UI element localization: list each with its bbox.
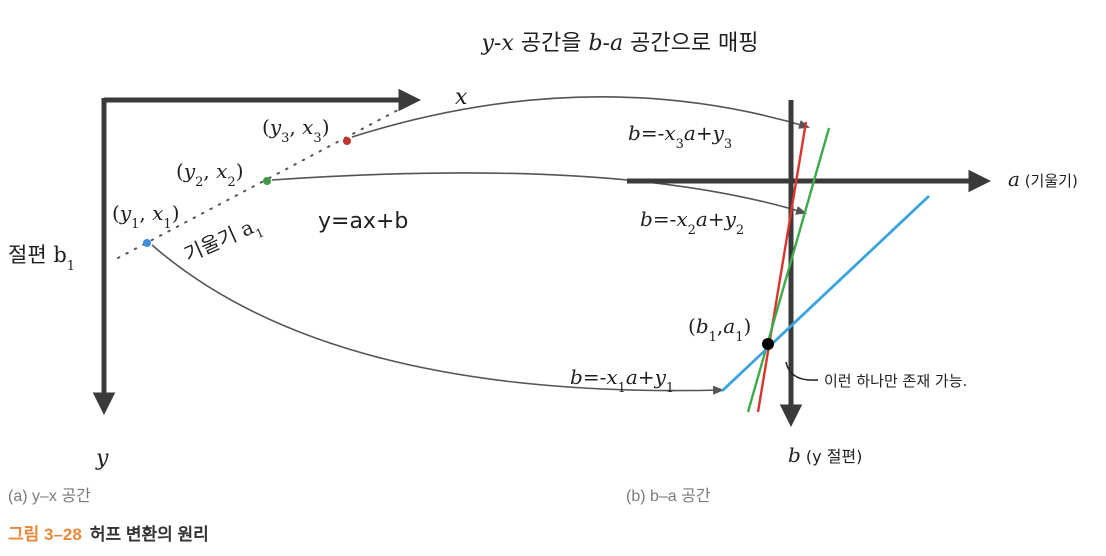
slope-label: 기울기 a1: [180, 212, 266, 271]
left-y-axis-label: y: [95, 446, 109, 471]
figure-caption: 그림 3–28 허프 변환의 원리: [8, 520, 209, 545]
b-axis-label: b (y 절편): [788, 443, 862, 467]
left-x-axis-label: x: [455, 85, 468, 110]
point-2: [263, 177, 271, 185]
point-1: [143, 239, 151, 247]
figure-title: 허프 변환의 원리: [89, 525, 209, 544]
intersection-note: 이런 하나만 존재 가능.: [824, 372, 967, 390]
hough-line-2: [746, 127, 831, 413]
intersection-label: (b1,a1): [688, 314, 751, 345]
mapping-arc-1: [151, 244, 725, 395]
intersection-point: [762, 338, 774, 350]
point-3-label: (y3, x3): [262, 115, 330, 146]
figure-number: 그림 3–28: [8, 525, 82, 544]
hough-line-1: [721, 194, 930, 393]
diagram-title: y-x 공간을 b-a 공간으로 매핑: [480, 31, 758, 56]
mapping-arc-2: [271, 172, 808, 215]
point-2-label: (y2, x2): [176, 159, 244, 190]
intercept-label: 절편 b1: [8, 243, 75, 274]
point-1-label: (y1, x1): [112, 201, 180, 232]
caption-right: (b) b–a 공간: [626, 488, 711, 505]
line-2-equation: b=-x2a+y2: [640, 207, 744, 238]
mapping-arc-3: [351, 96, 811, 138]
caption-left: (a) y–x 공간: [8, 488, 91, 505]
annotation-curve: [785, 361, 819, 381]
hough-line-3: [756, 121, 808, 413]
equation-note: y=ax+b: [318, 209, 408, 234]
a-axis-label: a (기울기): [1008, 167, 1078, 191]
point-3: [343, 137, 351, 145]
line-3-equation: b=-x3a+y3: [628, 121, 732, 152]
